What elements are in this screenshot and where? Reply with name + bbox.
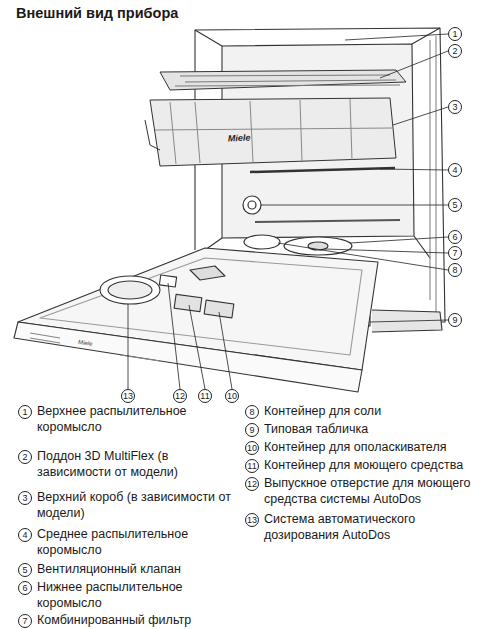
callout-number: 6	[448, 230, 462, 244]
leader-line	[168, 283, 180, 389]
legend-number: 12	[245, 477, 259, 491]
side-rail	[430, 36, 436, 312]
tray	[160, 70, 406, 90]
autodos-ring	[108, 281, 152, 299]
detergent-container	[174, 294, 202, 311]
page-title: Внешний вид прибора	[16, 5, 178, 21]
autodos	[100, 276, 160, 304]
legend-text: Верхнее распылительное коромысло	[37, 404, 231, 435]
legend-number: 9	[245, 423, 259, 437]
leader-line	[350, 237, 448, 243]
salt-container	[244, 235, 280, 249]
leader-line	[345, 34, 448, 40]
latch	[190, 266, 225, 280]
lower-spray-arm	[284, 237, 352, 255]
leader-line	[380, 51, 448, 78]
leader-lines	[128, 34, 448, 389]
basket-grid	[155, 99, 392, 164]
legend-number: 5	[18, 563, 32, 577]
callout-number: 9	[448, 313, 462, 327]
callout-number: 11	[198, 389, 212, 403]
leader-line	[380, 169, 448, 170]
legend-number: 2	[18, 450, 32, 464]
upper-basket	[145, 98, 396, 166]
rinse-container	[204, 300, 234, 318]
legend-text: Контейнер для моющего средства	[264, 458, 476, 474]
legend-text: Контейнер для соли	[264, 404, 476, 420]
top-tray	[160, 70, 406, 90]
callout-number: 3	[448, 100, 462, 114]
callout-number: 13	[121, 389, 135, 403]
legend-text: Нижнее распылительное коромысло	[37, 580, 231, 611]
callout-number: 8	[448, 263, 462, 277]
callout-number: 5	[448, 198, 462, 212]
middle-spray-arm	[250, 168, 395, 172]
basket	[150, 98, 396, 166]
legend-text: Контейнер для ополаскивателя	[264, 440, 476, 456]
inner-parts	[243, 168, 400, 255]
legend-text: Комбинированный фильтр	[37, 613, 231, 629]
leader-line	[128, 304, 129, 389]
legend-number: 13	[245, 513, 259, 527]
legend-text: Выпускное отверстие для моющего средства…	[264, 476, 476, 507]
legend-number: 7	[18, 614, 32, 628]
leader-line	[325, 249, 448, 253]
legend-number: 11	[245, 459, 259, 473]
leader-line	[393, 107, 448, 125]
door-front	[14, 322, 362, 392]
legend-number: 6	[18, 581, 32, 595]
legend-number: 8	[245, 405, 259, 419]
callout-number: 1	[448, 27, 462, 41]
basket-handle	[145, 120, 160, 150]
legend-text: Вентиляционный клапан	[37, 562, 231, 578]
leader-line	[261, 205, 448, 206]
leader-line	[189, 305, 205, 389]
vent-valve-core	[248, 201, 256, 209]
legend-text: Система автоматического дозирования Auto…	[264, 512, 476, 543]
legend-number: 4	[18, 528, 32, 542]
tray-slats	[175, 75, 400, 86]
legend-text: Типовая табличка	[264, 422, 476, 438]
callout-number: 10	[225, 389, 239, 403]
leader-line	[219, 312, 232, 389]
legend-text: Среднее распылительное коромысло	[37, 527, 231, 558]
panel-marks	[30, 333, 160, 361]
leader-line	[370, 320, 448, 322]
callout-number: 12	[173, 389, 187, 403]
legend-text: Поддон 3D MultiFlex (в зависимости от мо…	[37, 449, 231, 480]
legend-text: Верхний короб (в зависимости от модели)	[37, 490, 231, 521]
door	[14, 248, 378, 392]
lower-rail	[255, 220, 400, 222]
vent-valve	[243, 196, 261, 214]
door-seal	[40, 258, 362, 355]
legend-number: 10	[245, 441, 259, 455]
legend-number: 3	[18, 491, 32, 505]
brand-logo: Miele	[228, 133, 251, 144]
filter	[308, 242, 328, 250]
callout-number: 2	[448, 44, 462, 58]
leader-line	[278, 243, 448, 270]
callout-number: 7	[448, 246, 462, 260]
callout-number: 4	[448, 163, 462, 177]
legend-number: 1	[18, 405, 32, 419]
